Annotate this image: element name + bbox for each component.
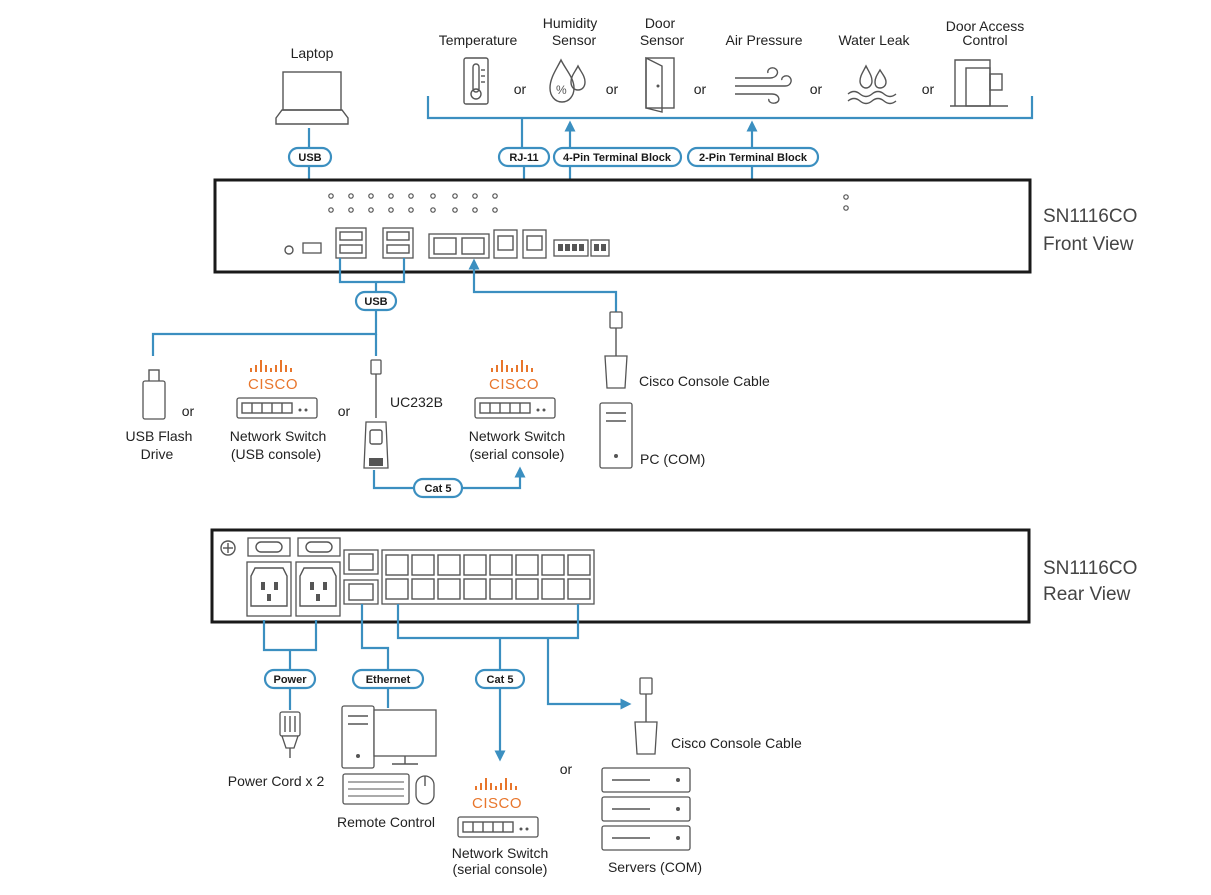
or-label: or (810, 81, 823, 97)
serial-ports-16 (381, 549, 595, 605)
cisco-logo-icon (250, 360, 292, 372)
usb-flash-drive-icon (142, 369, 166, 420)
thermometer-icon (463, 57, 489, 105)
cisco-logo-text: CISCO (489, 376, 539, 393)
rear-device-chassis (210, 528, 1031, 624)
usb-flash-label-1: USB Flash (126, 428, 193, 444)
usb-pill-label: USB (364, 296, 387, 308)
front-device-chassis (213, 178, 1032, 274)
terminal-4pin-label: 4-Pin Terminal Block (563, 152, 672, 164)
cisco-logo-icon (475, 778, 517, 790)
remote-control-label: Remote Control (337, 814, 435, 830)
or-label: or (338, 403, 351, 419)
power-pill-label: Power (273, 674, 307, 686)
uc232b-adapter-icon (363, 359, 389, 469)
switch-serial-label-2: (serial console) (453, 861, 548, 877)
door-access-icon (950, 59, 1008, 107)
front-view-subtitle: Front View (1043, 234, 1134, 255)
console-cable-label: Cisco Console Cable (639, 373, 770, 389)
ethernet-pill-label: Ethernet (366, 674, 411, 686)
switch-usb-label-1: Network Switch (230, 428, 326, 444)
door-sensor-icon (645, 56, 675, 113)
serial-bus-line (396, 604, 580, 640)
laptop-label: Laptop (291, 45, 334, 61)
network-switch-icon (457, 816, 539, 838)
terminal-2pin-label: 2-Pin Terminal Block (699, 152, 808, 164)
cisco-logo-text: CISCO (248, 376, 298, 393)
remote-control-icon (341, 705, 437, 805)
rear-view-subtitle: Rear View (1043, 584, 1131, 605)
pc-tower-icon (599, 402, 633, 469)
sensor-bus-line (426, 96, 1034, 120)
door-access-label-2: Control (962, 32, 1007, 48)
water-leak-icon (847, 64, 897, 105)
door-sensor-label-2: Sensor (640, 32, 685, 48)
cisco-logo-icon (491, 360, 533, 372)
svg-text:%: % (556, 83, 567, 97)
switch-usb-label-2: (USB console) (231, 446, 321, 462)
water-leak-label: Water Leak (838, 32, 910, 48)
ground-screw-icon (220, 540, 236, 556)
led-indicators (328, 193, 849, 213)
rj11-pill-label: RJ-11 (509, 152, 538, 164)
switch-serial-label-2: (serial console) (470, 446, 565, 462)
reset-button-icon (284, 245, 294, 255)
sensor-row: Temperature Humidity Sensor Door Sensor … (439, 15, 1025, 113)
usb-pill-label: USB (298, 152, 321, 164)
door-sensor-label-1: Door (645, 15, 676, 31)
usb-flash-label-2: Drive (141, 446, 174, 462)
lan-ports (343, 549, 379, 605)
servers-icon (601, 767, 691, 851)
micro-usb-port (302, 242, 322, 254)
network-switch-icon (236, 397, 318, 419)
air-pressure-icon (735, 67, 792, 104)
cat5-pill-label: Cat 5 (425, 483, 452, 495)
or-label: or (560, 761, 573, 777)
terminal-block-2pin (590, 239, 610, 257)
cisco-logo-text: CISCO (472, 795, 522, 812)
humidity-label-2: Sensor (552, 32, 597, 48)
or-label: or (694, 81, 707, 97)
network-switch-icon (474, 397, 556, 419)
cat5-pill-label: Cat 5 (487, 674, 514, 686)
power-line (262, 620, 318, 652)
or-label: or (514, 81, 527, 97)
usb-ports (335, 227, 414, 259)
ethernet-ports (428, 233, 490, 259)
ethernet-line (360, 604, 390, 670)
front-view-title: SN1116CO (1043, 206, 1137, 227)
console-cable-icon (634, 677, 658, 755)
terminal-block-4pin (553, 239, 589, 257)
power-inlet-icon (246, 561, 341, 617)
humidity-icon: % (549, 58, 586, 103)
laptop-icon (275, 71, 349, 125)
or-label: or (606, 81, 619, 97)
air-pressure-label: Air Pressure (725, 32, 802, 48)
switch-serial-label-1: Network Switch (452, 845, 548, 861)
console-cable-label: Cisco Console Cable (671, 735, 802, 751)
uc232b-label: UC232B (390, 394, 443, 410)
or-label: or (182, 403, 195, 419)
terminal-4pin-pill (552, 146, 683, 168)
power-cord-icon (279, 711, 301, 758)
console-cable-arrow (546, 638, 632, 710)
power-cord-label: Power Cord x 2 (228, 773, 325, 789)
servers-com-label: Servers (COM) (608, 859, 702, 875)
humidity-label-1: Humidity (543, 15, 597, 31)
console-cable-line (468, 258, 618, 312)
cat5-pill (412, 477, 464, 499)
switch-serial-label-1: Network Switch (469, 428, 565, 444)
rear-view-title: SN1116CO (1043, 558, 1137, 579)
temperature-label: Temperature (439, 32, 518, 48)
rj11-ports (493, 229, 547, 259)
usb-branch-line (338, 258, 406, 284)
or-label: or (922, 81, 935, 97)
usb-branch-line (151, 310, 378, 356)
door-access-label-1: Door Access (946, 18, 1025, 34)
power-switch-icon (247, 537, 341, 557)
usb-pill (287, 146, 333, 168)
pc-com-label: PC (COM) (640, 451, 705, 467)
console-cable-icon (604, 311, 628, 389)
